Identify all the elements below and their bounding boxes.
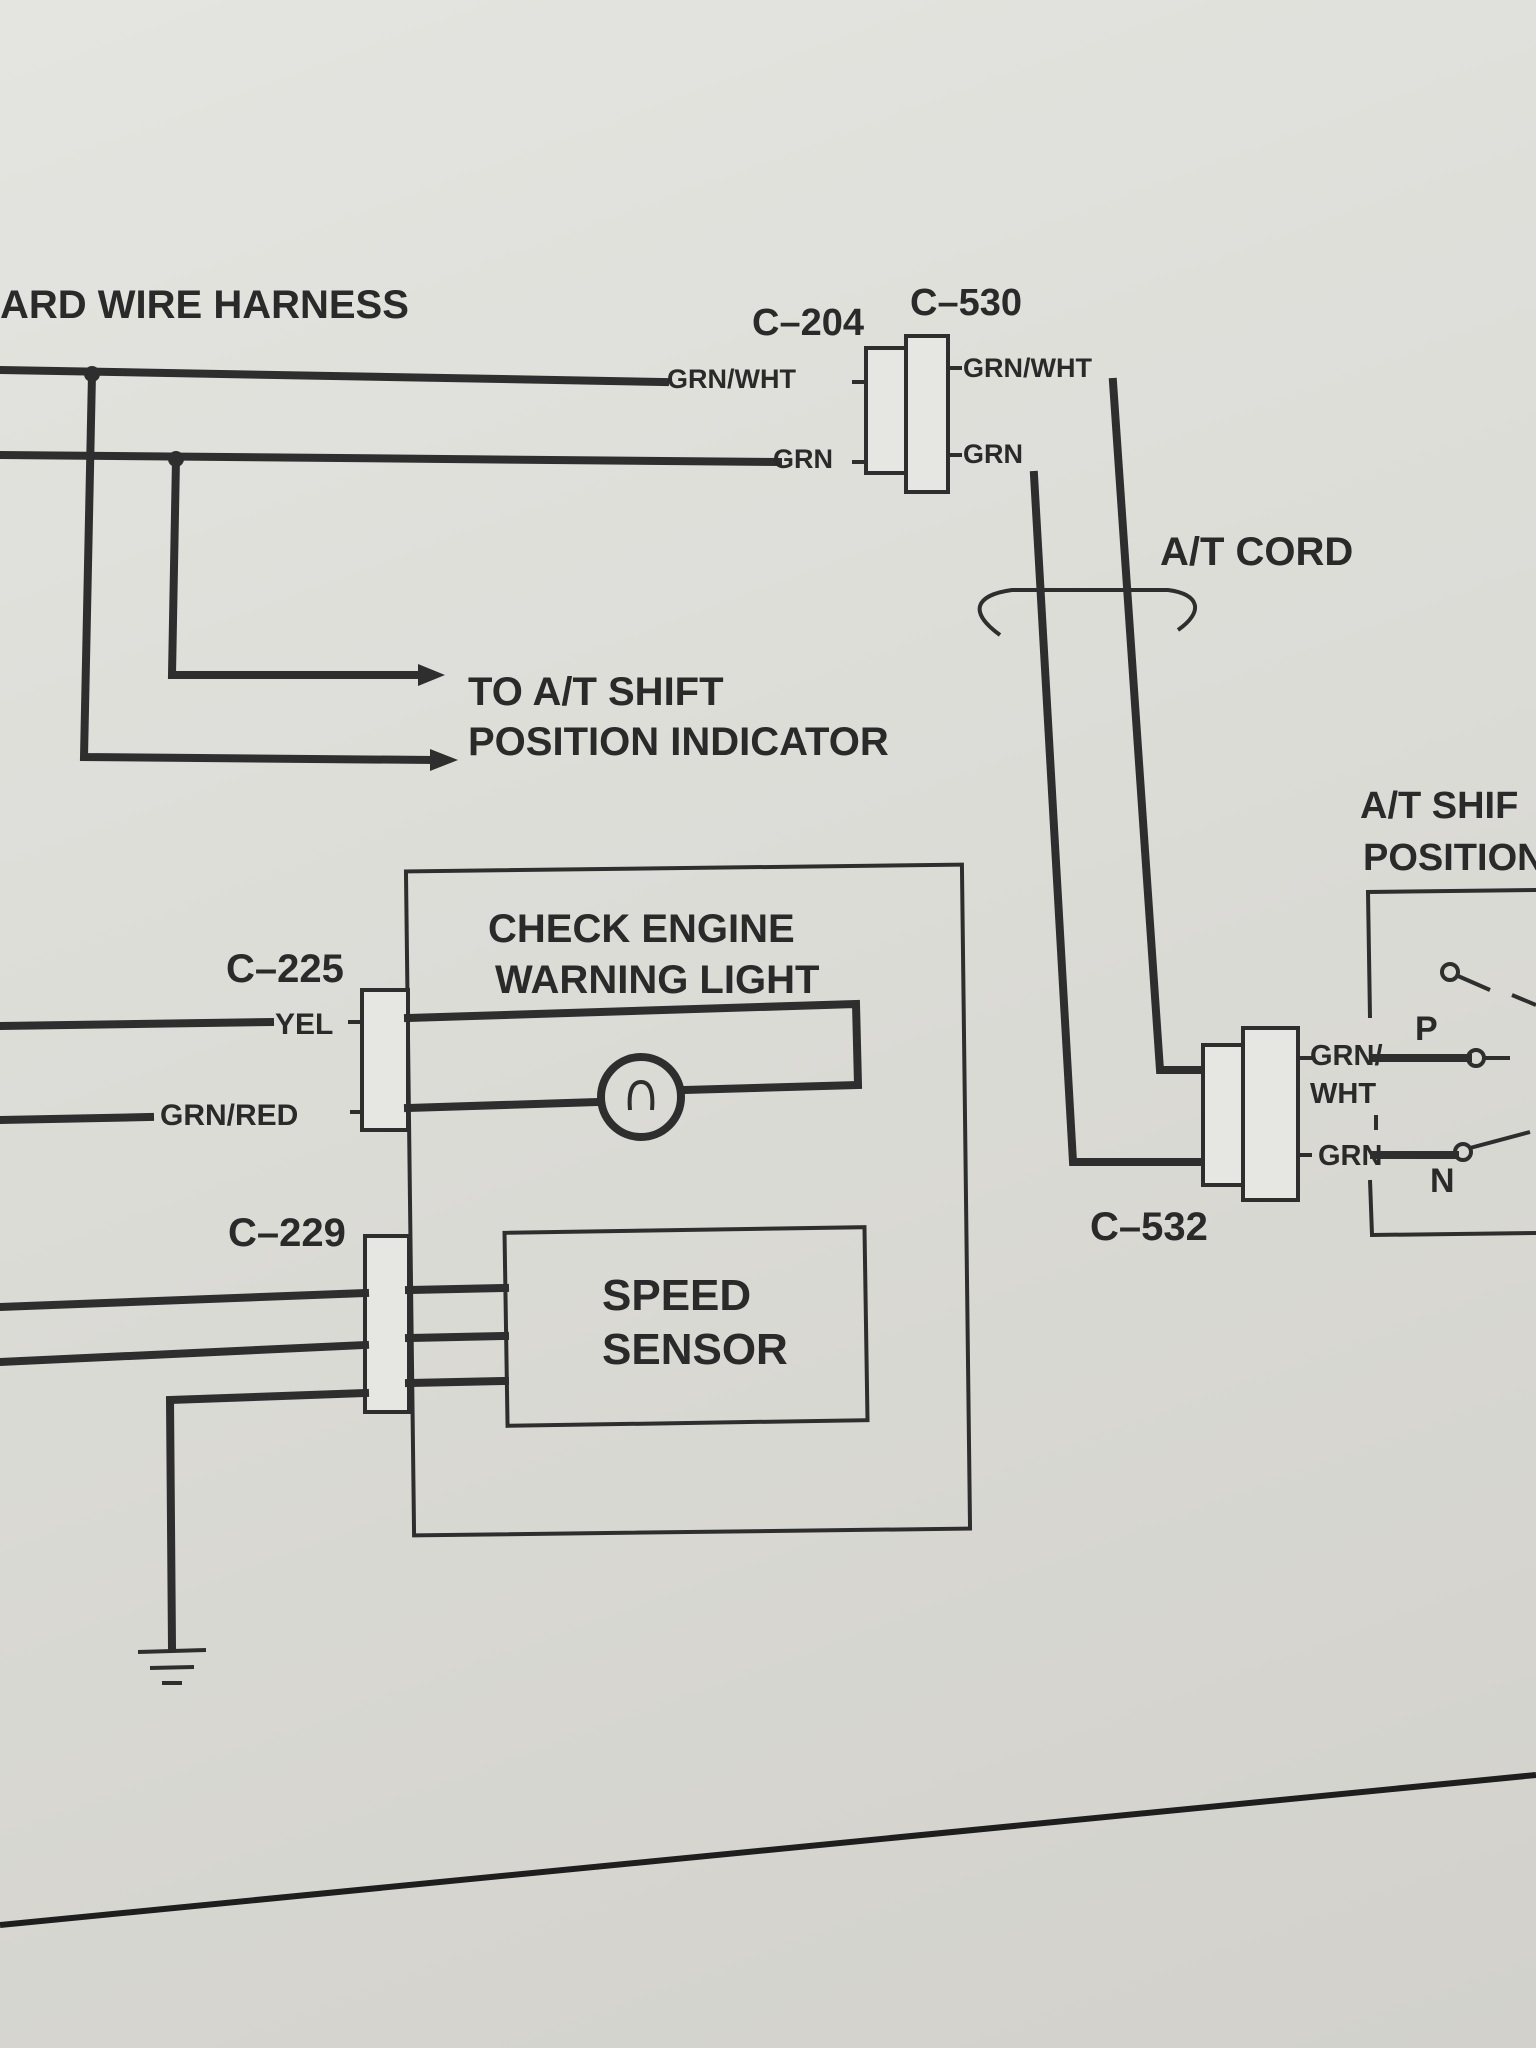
harness-wires [0, 365, 783, 771]
connector-c225 [0, 988, 410, 1132]
harness-title: ARD WIRE HARNESS [0, 283, 409, 327]
wire-label-grn-wht-left: GRN/WHT [667, 364, 796, 394]
check-engine-line1: CHECK ENGINE [488, 907, 795, 951]
wire-label-grn-left: GRN [773, 444, 833, 474]
wire-label-grn-right: GRN [963, 439, 1023, 469]
speed-sensor-line1: SPEED [602, 1271, 751, 1320]
wire-label-grn-wht-right: GRN/WHT [963, 353, 1092, 383]
wire-label-grn-wht-switch-line2: WHT [1310, 1078, 1376, 1110]
cluster-box [403, 862, 973, 1538]
connector-c229 [0, 1234, 510, 1653]
switch-title-line2: POSITION [1363, 837, 1536, 879]
warning-lamp-circuit [403, 999, 863, 1113]
bulb-icon [597, 1053, 685, 1141]
at-cord-wires [1029, 377, 1204, 1166]
indicator-note-line2: POSITION INDICATOR [468, 720, 889, 764]
connector-label-c204: C–204 [752, 302, 864, 344]
switch-title-line1: A/T SHIF [1360, 785, 1518, 827]
wire-label-yel: YEL [275, 1008, 333, 1041]
page-bottom-rule [0, 1772, 1536, 1928]
speed-sensor-line2: SENSOR [602, 1325, 788, 1374]
wire-label-grn-wht-switch-line1: GRN/ [1310, 1040, 1383, 1072]
at-cord-bracket [977, 588, 1197, 637]
connector-c532 [1201, 1026, 1312, 1202]
connector-label-c229: C–229 [228, 1211, 346, 1255]
connector-label-c225: C–225 [226, 947, 344, 991]
connector-label-c532: C–532 [1090, 1205, 1208, 1249]
connector-c204-c530 [852, 334, 962, 494]
speed-sensor-box [502, 1225, 870, 1428]
at-cord-label: A/T CORD [1160, 530, 1353, 574]
connector-label-c530: C–530 [910, 282, 1022, 324]
switch-position-n: N [1430, 1162, 1455, 1200]
shift-switch-block [1365, 888, 1536, 1238]
wire-label-grn-red: GRN/RED [160, 1099, 298, 1132]
switch-position-p: P [1415, 1010, 1438, 1048]
ground-icon [137, 1648, 207, 1685]
check-engine-line2: WARNING LIGHT [495, 958, 819, 1002]
indicator-note-line1: TO A/T SHIFT [468, 670, 724, 714]
